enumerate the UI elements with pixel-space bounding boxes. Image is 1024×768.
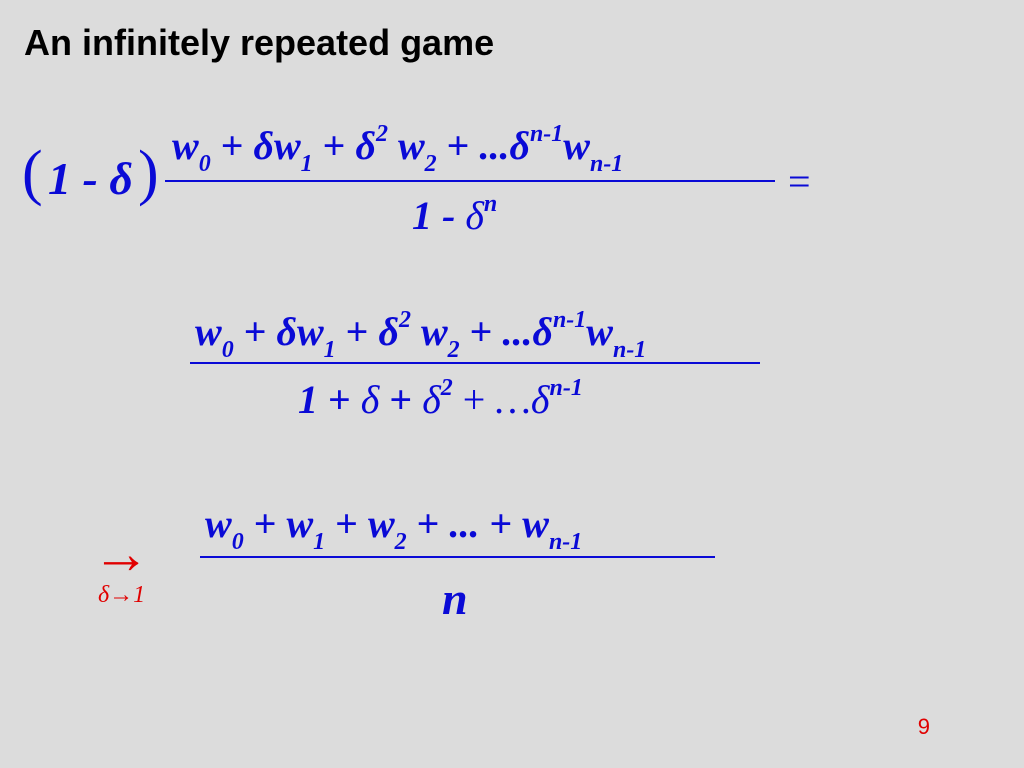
equation-3-numerator: w0 + w1 + w2 + ... + wn-1 — [205, 501, 583, 555]
equation-1-denominator: 1 - δn — [412, 191, 498, 238]
equation-1-fraction-bar — [165, 180, 775, 182]
equals-sign: = — [788, 159, 811, 204]
equation-1-numerator: w0 + δw1 + δ2 w2 + ...δn-1wn-1 — [172, 121, 624, 177]
left-paren: ( — [22, 139, 43, 207]
equation-2-denominator: 1 + δ + δ2 + …δn-1 — [298, 375, 583, 422]
equation-3-denominator: n — [442, 573, 468, 624]
slide-title: An infinitely repeated game — [24, 22, 495, 63]
equation-3-fraction-bar — [200, 556, 715, 558]
limit-arrow-icon: → — [92, 521, 150, 586]
page-number: 9 — [917, 714, 930, 739]
equation-1-prefix: 1 - δ — [48, 153, 133, 204]
equation-2-fraction-bar — [190, 362, 760, 364]
equation-2-numerator: w0 + δw1 + δ2 w2 + ...δn-1wn-1 — [195, 307, 647, 363]
right-paren: ) — [138, 139, 159, 207]
limit-label: δ→1 — [98, 582, 146, 608]
